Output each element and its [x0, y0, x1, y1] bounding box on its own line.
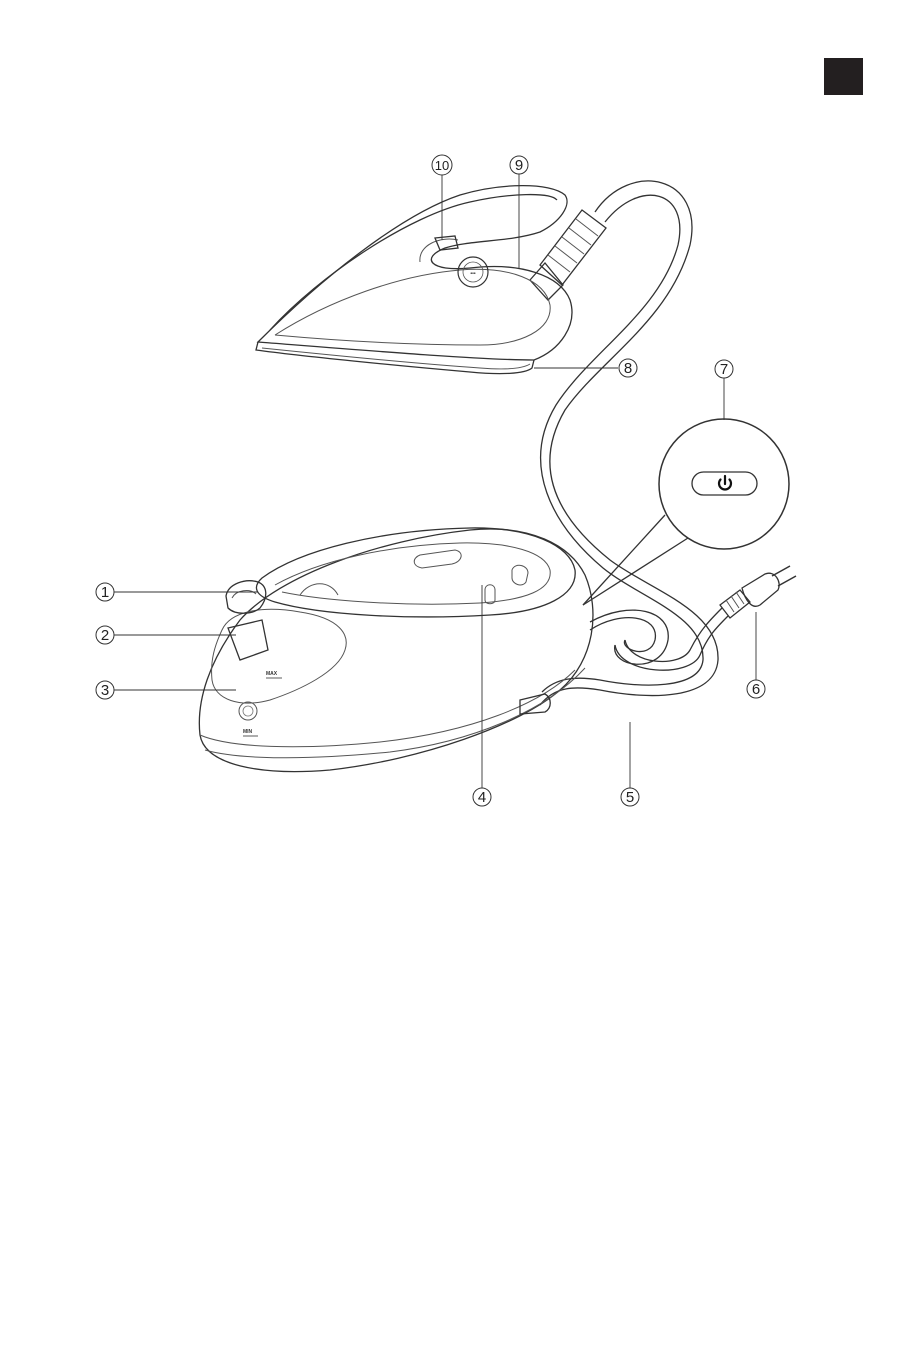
callout-9: 9: [510, 156, 528, 174]
svg-text:•••: •••: [470, 271, 476, 277]
callout-10-label: 10: [435, 158, 449, 173]
callout-3-label: 3: [101, 682, 109, 699]
callout-5: 5: [621, 788, 639, 806]
hose-connector: [530, 210, 606, 300]
power-zoom-callout: [583, 419, 789, 605]
mains-plug: [720, 566, 796, 618]
callout-4: 4: [473, 788, 491, 806]
callout-1-label: 1: [101, 584, 109, 601]
mains-cord: [590, 566, 796, 670]
callout-3: 3: [96, 681, 114, 699]
corner-tab: [824, 58, 863, 95]
water-tank: [212, 609, 347, 703]
base-station: MAX MIN: [199, 528, 593, 772]
tank-min-label: MIN: [243, 729, 253, 735]
iron: •••: [256, 186, 572, 374]
tank-cap: [226, 581, 266, 613]
calc-clean-icon: [239, 702, 257, 720]
callout-8: 8: [619, 359, 637, 377]
callout-9-label: 9: [515, 157, 523, 174]
tank-max-label: MAX: [266, 671, 278, 677]
callout-6: 6: [747, 680, 765, 698]
callout-7: 7: [715, 360, 733, 378]
callout-10: 10: [432, 155, 452, 175]
callout-6-label: 6: [752, 681, 760, 698]
callout-2-label: 2: [101, 627, 109, 644]
callout-1: 1: [96, 583, 114, 601]
callout-8-label: 8: [624, 360, 632, 377]
callout-5-label: 5: [626, 789, 634, 806]
callout-2: 2: [96, 626, 114, 644]
callout-4-label: 4: [478, 789, 486, 806]
callout-7-label: 7: [720, 361, 728, 378]
